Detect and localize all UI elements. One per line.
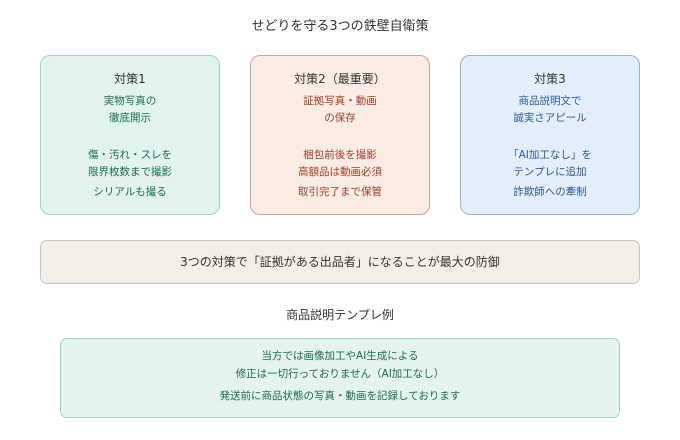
card-heading: 対策3	[534, 72, 566, 86]
card-line: シリアルも撮る	[93, 186, 167, 198]
card-line: 限界枚数まで撮影	[88, 166, 172, 178]
card-measure-3: 対策3 商品説明文で 誠実さアピール 「AI加工なし」を テンプレに追加 詐欺師…	[460, 55, 640, 215]
summary-banner: 3つの対策で「証拠がある出品者」になることが最大の防御	[40, 240, 640, 284]
card-line: 取引完了まで保管	[298, 186, 382, 198]
card-measure-1: 対策1 実物写真の 徹底開示 傷・汚れ・スレを 限界枚数まで撮影 シリアルも撮る	[40, 55, 220, 215]
template-line: 当方では画像加工やAI生成による	[261, 350, 419, 362]
card-line: 傷・汚れ・スレを	[88, 149, 172, 161]
card-line: 徹底開示	[109, 112, 151, 124]
template-line: 発送前に商品状態の写真・動画を記録しております	[219, 390, 461, 402]
template-title: 商品説明テンプレ例	[286, 308, 394, 322]
template-line: 修正は一切行っておりません（AI加工なし）	[235, 368, 445, 380]
card-heading: 対策1	[114, 72, 146, 86]
card-line: 詐欺師への牽制	[513, 186, 587, 198]
card-line: 梱包前後を撮影	[303, 149, 377, 161]
card-line: 証拠写真・動画	[303, 95, 377, 107]
card-line: 商品説明文で	[518, 95, 582, 107]
card-line: 「AI加工なし」を	[508, 149, 592, 161]
card-heading: 対策2（最重要）	[294, 72, 386, 86]
card-line: 誠実さアピール	[513, 112, 587, 124]
template-example-box: 当方では画像加工やAI生成による 修正は一切行っておりません（AI加工なし） 発…	[60, 338, 620, 418]
card-line: 実物写真の	[103, 95, 157, 107]
card-measure-2: 対策2（最重要） 証拠写真・動画 の保存 梱包前後を撮影 高額品は動画必須 取引…	[250, 55, 430, 215]
card-line: テンプレに追加	[513, 166, 587, 178]
card-line: 高額品は動画必須	[298, 166, 382, 178]
card-line: の保存	[324, 112, 356, 124]
diagram-title: せどりを守る3つの鉄壁自衛策	[251, 19, 429, 34]
